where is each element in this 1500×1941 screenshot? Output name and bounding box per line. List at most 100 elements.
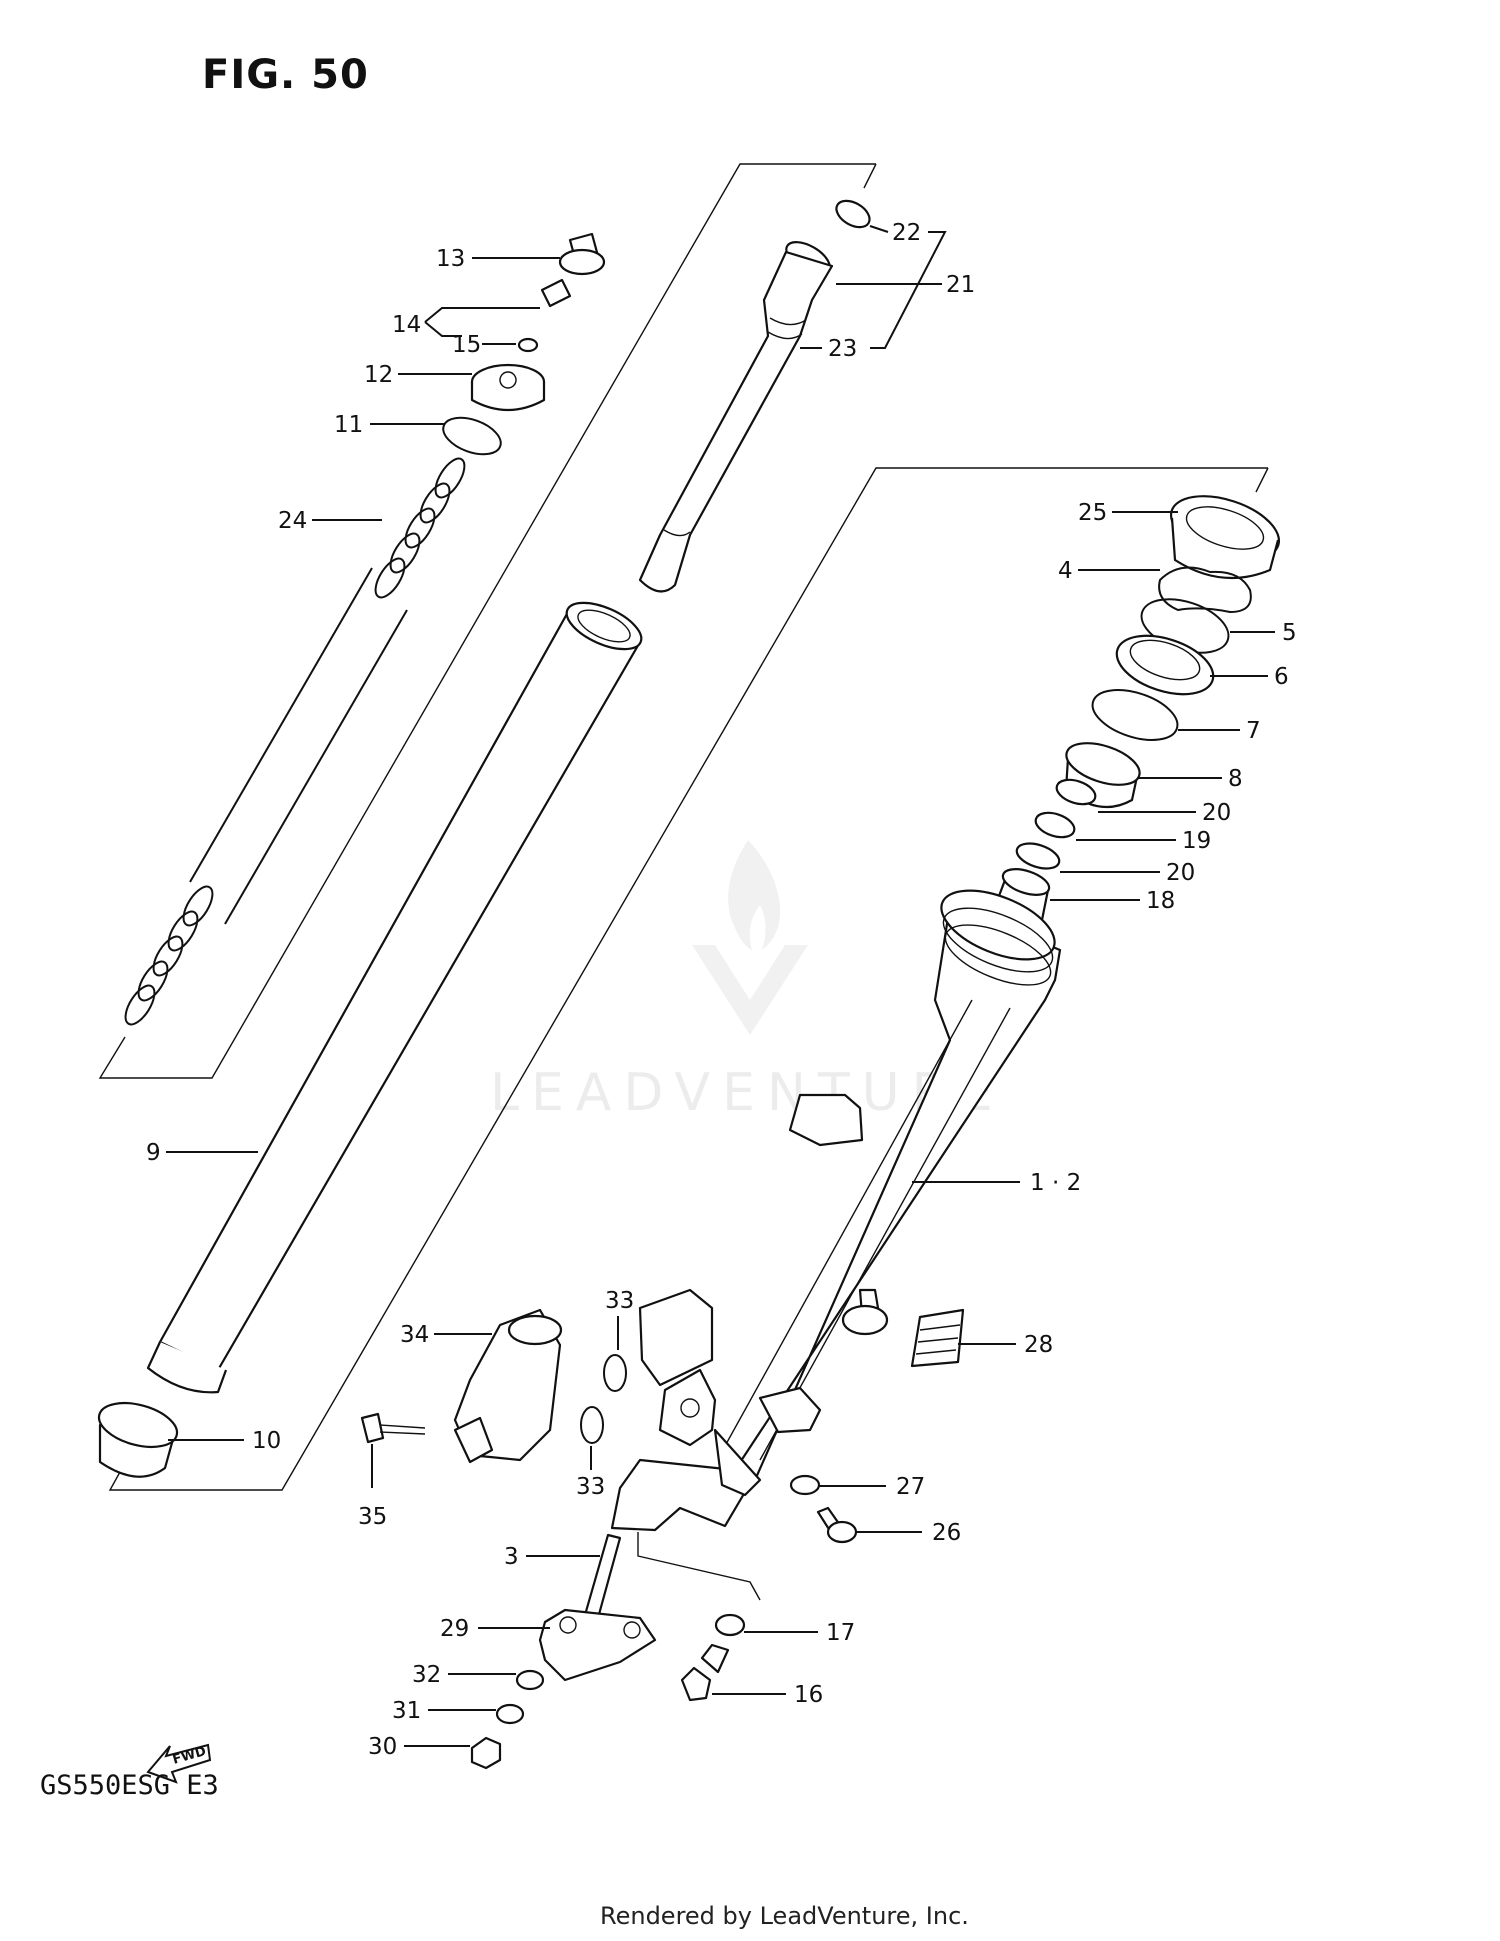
washer-31 xyxy=(495,1703,525,1725)
label-p19: 19 xyxy=(1076,828,1211,854)
label-p9: 9 xyxy=(146,1140,258,1166)
label-p30: 30 xyxy=(368,1734,470,1760)
air-valve xyxy=(517,278,572,353)
svg-text:3: 3 xyxy=(504,1544,519,1570)
label-p20b: 20 xyxy=(1060,860,1195,886)
label-p24: 24 xyxy=(278,508,382,534)
svg-text:11: 11 xyxy=(334,412,363,438)
washer-17 xyxy=(714,1613,746,1637)
o-ring-33-lower xyxy=(580,1406,604,1444)
figure-title: FIG. 50 xyxy=(202,52,369,98)
model-code: GS550ESG E3 xyxy=(40,1770,219,1801)
svg-text:34: 34 xyxy=(400,1322,429,1348)
svg-text:6: 6 xyxy=(1274,664,1289,690)
nut-30 xyxy=(470,1736,502,1770)
stud-bolt xyxy=(583,1533,622,1620)
label-p26: 26 xyxy=(856,1520,961,1546)
svg-text:20: 20 xyxy=(1202,800,1231,826)
svg-text:22: 22 xyxy=(892,220,921,246)
screw-26 xyxy=(816,1506,858,1544)
label-p7: 7 xyxy=(1178,718,1261,744)
svg-text:21: 21 xyxy=(946,272,975,298)
guide-bushing xyxy=(97,1401,179,1478)
label-p20a: 20 xyxy=(1098,800,1231,826)
axle-holder-bracket xyxy=(637,1532,761,1601)
oil-lock-washers xyxy=(1015,778,1097,870)
label-p27: 27 xyxy=(818,1474,925,1500)
svg-text:20: 20 xyxy=(1166,860,1195,886)
svg-text:30: 30 xyxy=(368,1734,397,1760)
axle-cap xyxy=(538,1608,657,1682)
fwd-arrow-icon: FWD xyxy=(146,1743,212,1784)
svg-text:31: 31 xyxy=(392,1698,421,1724)
svg-text:1 · 2: 1 · 2 xyxy=(1030,1170,1081,1196)
label-p8: 8 xyxy=(1138,766,1243,792)
svg-text:33: 33 xyxy=(576,1474,605,1500)
label-p29: 29 xyxy=(440,1616,550,1642)
label-p14: 14 xyxy=(392,307,540,338)
svg-text:17: 17 xyxy=(826,1620,855,1646)
svg-text:8: 8 xyxy=(1228,766,1243,792)
label-p6: 6 xyxy=(1210,664,1289,690)
svg-text:28: 28 xyxy=(1024,1332,1053,1358)
svg-text:4: 4 xyxy=(1058,558,1073,584)
guide-bushing-retainer xyxy=(1091,689,1179,741)
label-p32: 32 xyxy=(412,1662,516,1688)
svg-text:14: 14 xyxy=(392,312,421,338)
label-p11: 11 xyxy=(334,412,444,438)
label-p21: 21 xyxy=(836,272,975,298)
svg-text:12: 12 xyxy=(364,362,393,388)
label-p34: 34 xyxy=(400,1322,492,1348)
label-p16: 16 xyxy=(712,1682,823,1708)
svg-text:18: 18 xyxy=(1146,888,1175,914)
label-p23: 23 xyxy=(800,231,947,362)
label-p17: 17 xyxy=(744,1620,855,1646)
anti-dive-valve xyxy=(453,1308,563,1464)
svg-text:33: 33 xyxy=(605,1288,634,1314)
label-p1_2: 1 · 2 xyxy=(912,1170,1081,1196)
svg-text:29: 29 xyxy=(440,1616,469,1642)
outer-tube xyxy=(610,889,1062,1532)
svg-text:25: 25 xyxy=(1078,500,1107,526)
bolt-16 xyxy=(680,1643,730,1702)
svg-text:35: 35 xyxy=(358,1504,387,1530)
cap-bolt xyxy=(558,232,606,276)
snap-ring xyxy=(1158,566,1252,614)
label-p15: 15 xyxy=(452,332,516,358)
caution-label xyxy=(910,1308,965,1368)
svg-text:32: 32 xyxy=(412,1662,441,1688)
fork-cap xyxy=(470,363,546,411)
label-p35: 35 xyxy=(358,1444,387,1530)
svg-text:27: 27 xyxy=(896,1474,925,1500)
svg-text:5: 5 xyxy=(1282,620,1297,646)
svg-text:23: 23 xyxy=(828,336,857,362)
watermark: LEADVENTURE xyxy=(490,840,993,1123)
damper-rod xyxy=(638,199,871,593)
anti-dive-bolt xyxy=(360,1412,426,1444)
label-p5: 5 xyxy=(1230,620,1297,646)
label-p13: 13 xyxy=(436,246,560,272)
inner-tube xyxy=(146,601,643,1394)
cap-o-ring xyxy=(442,416,502,456)
label-p22: 22 xyxy=(869,220,921,246)
svg-text:13: 13 xyxy=(436,246,465,272)
svg-text:16: 16 xyxy=(794,1682,823,1708)
dust-seal xyxy=(1169,495,1281,580)
washer-32 xyxy=(515,1669,545,1691)
bracket-inner-tube-group xyxy=(108,467,1269,1491)
svg-text:9: 9 xyxy=(146,1140,161,1166)
label-p33b: 33 xyxy=(576,1446,605,1500)
label-p31: 31 xyxy=(392,1698,496,1724)
fork-spring xyxy=(124,457,466,1026)
label-p33a: 33 xyxy=(605,1288,634,1350)
bracket-damper-group xyxy=(98,163,877,1079)
svg-text:24: 24 xyxy=(278,508,307,534)
washer-27 xyxy=(789,1474,821,1496)
label-p28: 28 xyxy=(958,1332,1053,1358)
label-p18: 18 xyxy=(1050,888,1175,914)
label-p25: 25 xyxy=(1078,500,1178,526)
label-p4: 4 xyxy=(1058,558,1160,584)
svg-text:26: 26 xyxy=(932,1520,961,1546)
label-p12: 12 xyxy=(364,362,472,388)
